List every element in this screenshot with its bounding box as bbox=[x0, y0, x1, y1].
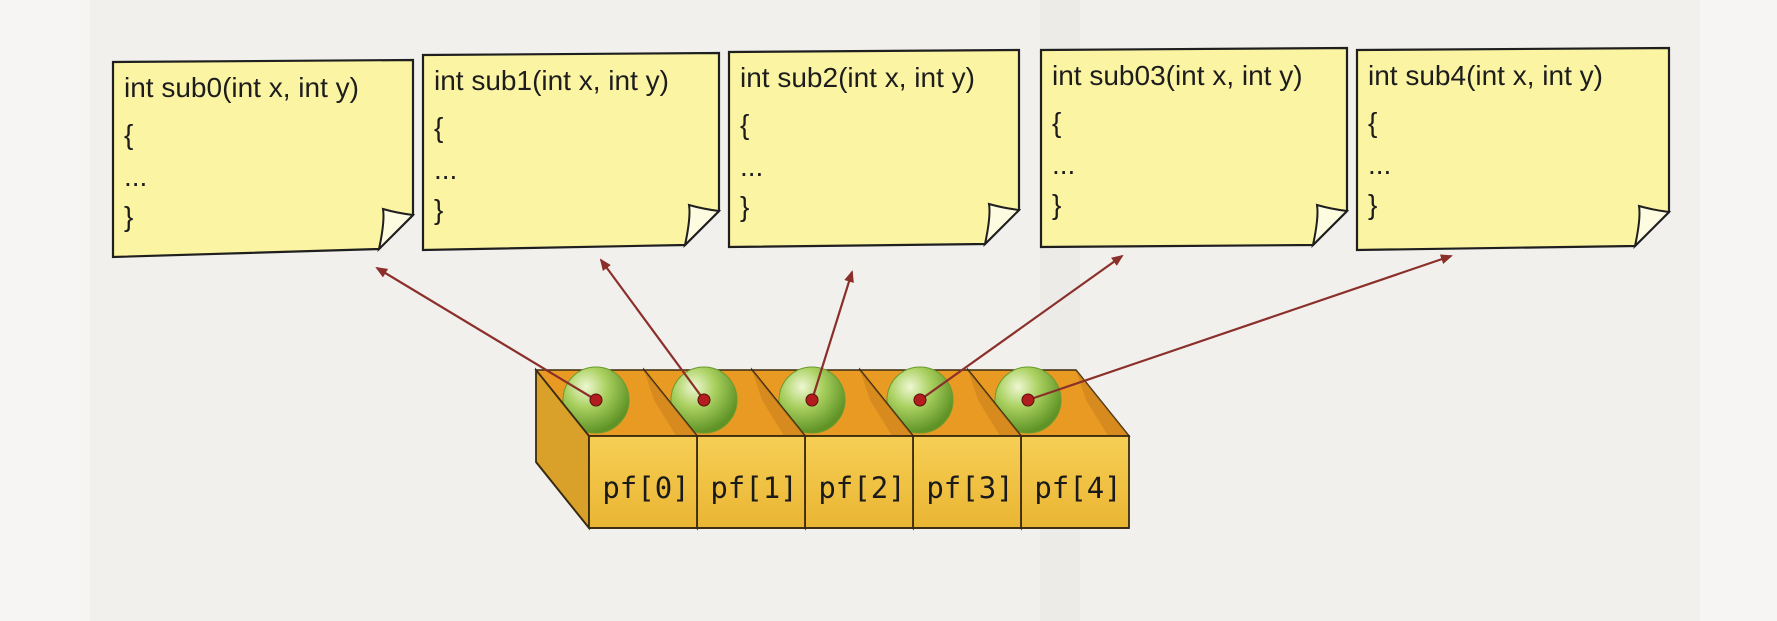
code-line: } bbox=[1052, 189, 1061, 220]
pointer-dot bbox=[805, 393, 819, 407]
pointer-arrow-1 bbox=[599, 258, 711, 407]
code-line: { bbox=[740, 109, 749, 140]
function-note-1: int sub1(int x, int y) {...} bbox=[421, 51, 722, 252]
note-folded-corner bbox=[377, 207, 416, 253]
note-folded-corner bbox=[1633, 204, 1672, 250]
array-element-label: pf[3] bbox=[926, 471, 1013, 505]
code-line: { bbox=[124, 119, 133, 150]
code-line: } bbox=[740, 191, 749, 222]
pointer-arrow-4 bbox=[1021, 254, 1453, 407]
pointer-arrow-3 bbox=[913, 254, 1124, 407]
box-front bbox=[912, 435, 1022, 529]
code-line: { bbox=[1368, 107, 1377, 138]
arrow-line bbox=[810, 270, 854, 401]
function-signature: int sub0(int x, int y) bbox=[124, 72, 359, 103]
note-folded-corner bbox=[1311, 203, 1350, 249]
box-front bbox=[804, 435, 914, 529]
note-folded-corner bbox=[983, 202, 1022, 248]
array-element-label: pf[1] bbox=[710, 471, 797, 505]
arrow-line bbox=[919, 254, 1124, 401]
function-signature: int sub4(int x, int y) bbox=[1368, 60, 1603, 91]
function-note-3: int sub03(int x, int y) {...} bbox=[1039, 46, 1350, 249]
array-element-label: pf[4] bbox=[1034, 471, 1121, 505]
function-note-2: int sub2(int x, int y) {...} bbox=[727, 48, 1022, 249]
pointer-arrows bbox=[375, 254, 1453, 407]
box-front bbox=[588, 435, 698, 529]
code-line: ... bbox=[1368, 149, 1391, 180]
pointer-array-boxes: pf[4] pf[3] pf[2] pf[1] pf[0] bbox=[534, 366, 1131, 531]
arrow-line bbox=[1027, 254, 1453, 402]
pointer-dot bbox=[589, 393, 603, 407]
code-line: ... bbox=[1052, 149, 1075, 180]
code-line: } bbox=[434, 194, 443, 225]
code-line: ... bbox=[740, 151, 763, 182]
code-line: { bbox=[1052, 107, 1061, 138]
code-line: } bbox=[1368, 189, 1377, 220]
pointer-dot bbox=[1021, 393, 1035, 407]
arrow-line bbox=[599, 258, 705, 401]
pointer-arrow-2 bbox=[805, 270, 854, 407]
array-element-label: pf[0] bbox=[602, 471, 689, 505]
code-line: { bbox=[434, 112, 443, 143]
code-line: ... bbox=[124, 161, 147, 192]
arrow-line bbox=[375, 266, 597, 401]
function-notes: int sub0(int x, int y){...}int sub1(int … bbox=[111, 46, 1672, 259]
pointer-dot bbox=[913, 393, 927, 407]
array-element-1: pf[1] bbox=[642, 366, 807, 531]
pointer-dot bbox=[697, 393, 711, 407]
array-element-label: pf[2] bbox=[818, 471, 905, 505]
pointer-arrow-0 bbox=[375, 266, 603, 407]
code-line: ... bbox=[434, 154, 457, 185]
box-front bbox=[1020, 435, 1130, 529]
function-note-4: int sub4(int x, int y) {...} bbox=[1355, 46, 1672, 252]
function-signature: int sub2(int x, int y) bbox=[740, 62, 975, 93]
function-note-0: int sub0(int x, int y) {...} bbox=[111, 58, 416, 259]
code-line: } bbox=[124, 201, 133, 232]
function-signature: int sub03(int x, int y) bbox=[1052, 60, 1303, 91]
box-base-edge bbox=[535, 461, 1129, 529]
function-signature: int sub1(int x, int y) bbox=[434, 65, 669, 96]
note-folded-corner bbox=[683, 203, 722, 249]
